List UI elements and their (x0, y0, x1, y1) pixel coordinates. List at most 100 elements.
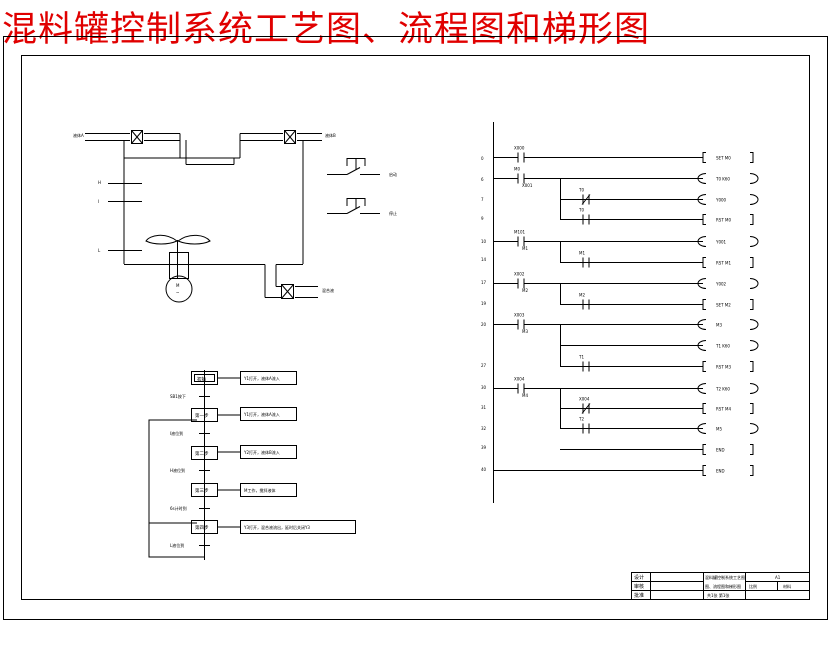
level-l-label: L (98, 248, 101, 253)
flow-action-2: Y2打开，液体B流入 (240, 445, 297, 459)
ladder-contact-label: M4 (522, 393, 528, 398)
ladder-output (702, 257, 754, 268)
ladder-output-label: RST M3 (716, 365, 731, 370)
ladder-contact (517, 173, 525, 184)
ladder-contact-label: T0 (578, 208, 584, 213)
outer-frame (3, 36, 828, 620)
svg-text:第一步: 第一步 (195, 412, 209, 419)
ladder-output-label: END (716, 448, 725, 453)
svg-text:第二步: 第二步 (195, 450, 209, 457)
ladder-output-label: T0 K60 (715, 177, 730, 182)
ladder-output (702, 465, 754, 476)
ladder-rung-number: 20 (481, 322, 487, 327)
valve-y2-icon (284, 130, 296, 144)
ladder-output (702, 299, 754, 310)
flow-condition-1: I液位到 (170, 430, 183, 436)
svg-text:第四步: 第四步 (195, 524, 209, 531)
flow-chart: 初始 第一步 第二步 第三步 第四步 Y1打开，液体A流入 Y1打开，液体A流入 (148, 370, 356, 560)
ladder-output-label: M5 (716, 427, 722, 432)
ladder-rung-number: 40 (481, 467, 487, 472)
stop-button-label: 停止 (389, 210, 397, 216)
svg-text:初始: 初始 (197, 376, 206, 383)
ladder-output-label: RST M4 (716, 407, 731, 412)
title-block-material: 材料 (783, 583, 791, 589)
svg-text:Y1打开，液体A流入: Y1打开，液体A流入 (243, 375, 280, 381)
level-h-label: H (98, 180, 101, 185)
flow-condition-2: H液位到 (170, 467, 185, 473)
ladder-rung-number: 10 (481, 239, 487, 244)
ladder-output-label: RST M1 (716, 261, 731, 266)
ladder-contact (517, 383, 525, 394)
start-button-label: 启动 (389, 171, 397, 177)
ladder-output (697, 278, 759, 289)
ladder-output-label: Y000 (715, 198, 727, 203)
flow-step-2: 第二步 (191, 446, 218, 460)
ladder-rung-number: 6 (481, 177, 484, 182)
ladder-rung-number: 39 (481, 445, 487, 450)
ladder-rung-number: 0 (481, 156, 484, 161)
flow-condition-4: L液位到 (170, 542, 184, 548)
svg-text:Y3打开，混合液流出，延时后关闭Y3: Y3打开，混合液流出，延时后关闭Y3 (243, 524, 310, 530)
stop-button-symbol (327, 198, 380, 214)
flow-condition-0: SB1按下 (170, 393, 186, 399)
inner-frame (21, 55, 810, 600)
ladder-contact-label: X000 (514, 146, 525, 151)
ladder-output (697, 236, 759, 247)
svg-text:~: ~ (176, 290, 179, 295)
ladder-rung-number: 31 (481, 405, 487, 410)
valve-y1-icon (131, 130, 143, 144)
ladder-rung-number: 14 (481, 257, 487, 262)
ladder-contact (517, 236, 525, 247)
ladder-output-label: SET M2 (716, 303, 731, 308)
start-button-symbol (327, 158, 380, 175)
flow-action-0 (240, 371, 297, 385)
ladder-rung-number: 9 (481, 216, 484, 221)
ladder-output (702, 214, 754, 225)
ladder-output (697, 423, 759, 434)
svg-text:第三步: 第三步 (195, 487, 209, 494)
ladder-contact-label: M1 (522, 246, 528, 251)
level-i-label: I (98, 199, 99, 204)
ladder-contact (517, 278, 525, 289)
ladder-contact (581, 403, 591, 414)
valve-y3-icon (281, 284, 294, 299)
ladder-contact-label: X004 (579, 397, 590, 402)
ladder-contact-label: T2 (578, 417, 584, 422)
flow-action-3: M工作，搅拌液体 (240, 483, 297, 497)
title-block-label-review: 审核 (634, 583, 644, 590)
title-block-drawing-name: 混料罐控制系统工艺图 (705, 574, 745, 580)
title-block-label-design: 设计 (634, 574, 644, 581)
ladder-output-label: T2 K60 (715, 387, 730, 392)
title-block-drawing-subtitle: 图、流程图和梯形图 (705, 583, 741, 589)
title-block-drawing-no: A1 (775, 575, 781, 580)
ladder-contact-label: X001 (522, 183, 533, 188)
ladder-output (697, 194, 759, 205)
inlet-a-label: 液体A (73, 132, 84, 138)
ladder-output-label: Y001 (715, 240, 727, 245)
motor-label: M (176, 283, 180, 288)
ladder-output-label: SET M0 (716, 156, 731, 161)
motor-icon: M ~ (165, 275, 193, 303)
title-block: 设计 审核 批准 混料罐控制系统工艺图 图、流程图和梯形图 A1 比例 材料 共… (631, 572, 810, 600)
svg-text:M工作，搅拌液体: M工作，搅拌液体 (244, 487, 275, 493)
flow-action-1: Y1打开，液体A流入 (240, 407, 297, 421)
svg-text:Y1打开，液体A流入: Y1打开，液体A流入 (243, 411, 280, 417)
ladder-rung-number: 19 (481, 301, 487, 306)
ladder-contact-label: T0 (578, 188, 584, 193)
svg-text:Y2打开，液体B流入: Y2打开，液体B流入 (243, 449, 280, 455)
ladder-contact-label: X003 (514, 313, 525, 318)
ladder-output (697, 383, 759, 394)
ladder-contact (581, 194, 591, 205)
ladder-contact-label: M0 (514, 167, 520, 172)
ladder-output (702, 152, 754, 163)
ladder-output-label: RST M0 (716, 218, 731, 223)
ladder-contact-label: T1 (578, 355, 584, 360)
ladder-contact (517, 319, 525, 330)
ladder-contact-label: M101 (514, 230, 526, 235)
ladder-contact-label: M2 (579, 293, 585, 298)
title-block-sheets: 共1张 第1张 (707, 592, 729, 598)
ladder-output (702, 444, 754, 455)
ladder-rung-number: 30 (481, 385, 487, 390)
